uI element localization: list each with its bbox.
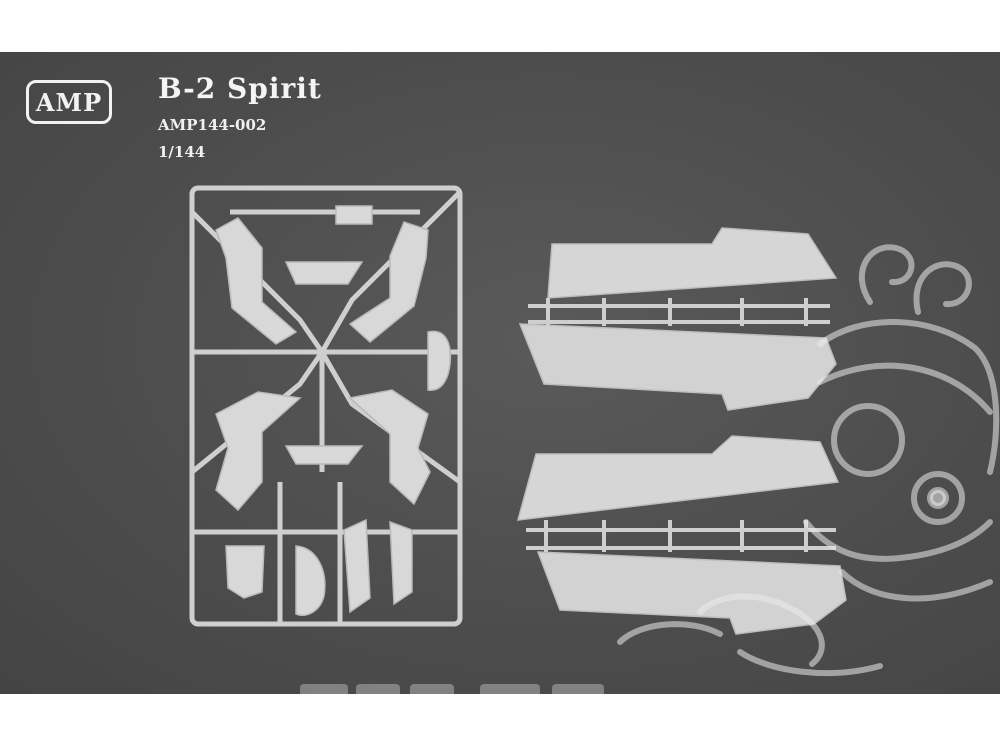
wing-part-lower-left — [215, 391, 302, 512]
small-grille-part — [335, 205, 373, 225]
wing-part-upper-left — [215, 217, 298, 345]
bay-door-part-1 — [225, 545, 265, 599]
brand-logo: AMP — [26, 80, 112, 124]
bay-door-part-2 — [295, 545, 326, 616]
sprue-scene — [189, 185, 1000, 694]
product-code: AMP144-002 — [158, 116, 267, 134]
product-photo: AMP B-2 Spirit AMP144-002 1/144 — [0, 52, 1000, 694]
wing-panel-top-lower — [518, 323, 837, 411]
panel-part-top — [284, 261, 364, 285]
panel-part-middle — [284, 445, 364, 465]
wing-panels-right — [516, 227, 847, 635]
product-scale: 1/144 — [158, 143, 206, 161]
bay-door-part-4 — [389, 520, 413, 606]
wing-part-lower-right — [348, 389, 431, 506]
product-title: B-2 Spirit — [158, 72, 322, 105]
wing-panel-bottom-lower — [536, 551, 847, 635]
watermark-mascot — [617, 244, 1000, 676]
watermark-text-shape — [300, 684, 604, 694]
brand-logo-text: AMP — [35, 87, 103, 117]
bay-door-part-3 — [343, 518, 371, 614]
intake-part — [427, 330, 452, 391]
wing-panel-bottom — [516, 435, 840, 521]
wing-panel-top — [547, 227, 838, 299]
wing-part-upper-right — [348, 221, 429, 343]
